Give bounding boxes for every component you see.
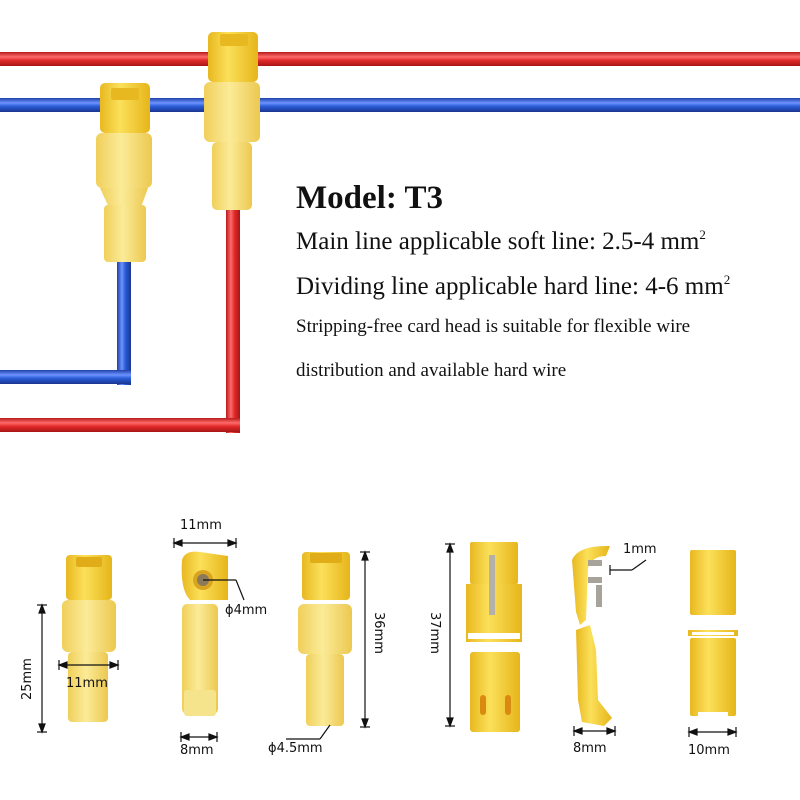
view3-tip-diameter-label: ϕ4.5mm [268,741,323,756]
view4-connector-open [466,542,522,732]
dividing-line-spec-text: Dividing line applicable hard line: 4-6 … [296,273,724,300]
dividing-line-spec-sup: 2 [723,272,731,287]
description-line-2: distribution and available hard wire [296,360,567,381]
main-line-spec-text: Main line applicable soft line: 2.5-4 mm [296,228,700,255]
main-line-spec-sup: 2 [699,227,706,242]
view1-width-label: 11mm [66,676,108,691]
view5-gap-label: 1mm [623,542,657,557]
red-main-wire [0,52,800,66]
view4-height-label: 37mm [427,612,442,654]
view6-connector-back [688,550,738,716]
blue-main-wire [0,98,800,112]
view3-connector-front [298,552,352,726]
view2-bottom-width-label: 8mm [180,743,214,758]
view5-connector-profile [572,545,612,726]
view3-height-label: 36mm [371,612,386,654]
connector-on-red-wire [204,32,260,210]
view2-connector-side [181,551,228,716]
view1-connector-front [62,555,116,722]
view5-bottom-width-label: 8mm [573,741,607,756]
blue-branch-wire [0,260,131,385]
dimension-lines [37,538,738,742]
view2-hole-diameter-label: ϕ4mm [225,603,268,618]
description-line-1: Stripping-free card head is suitable for… [296,316,691,337]
dividing-line-spec: Dividing line applicable hard line: 4-6 … [296,272,730,301]
red-branch-wire [0,205,240,433]
model-title: Model: T3 [296,180,443,216]
view1-height-label: 25mm [20,658,35,700]
connector-on-blue-wire [96,83,152,262]
main-line-spec: Main line applicable soft line: 2.5-4 mm… [296,227,706,256]
view2-top-width-label: 11mm [180,518,222,533]
view6-bottom-width-label: 10mm [688,743,730,758]
